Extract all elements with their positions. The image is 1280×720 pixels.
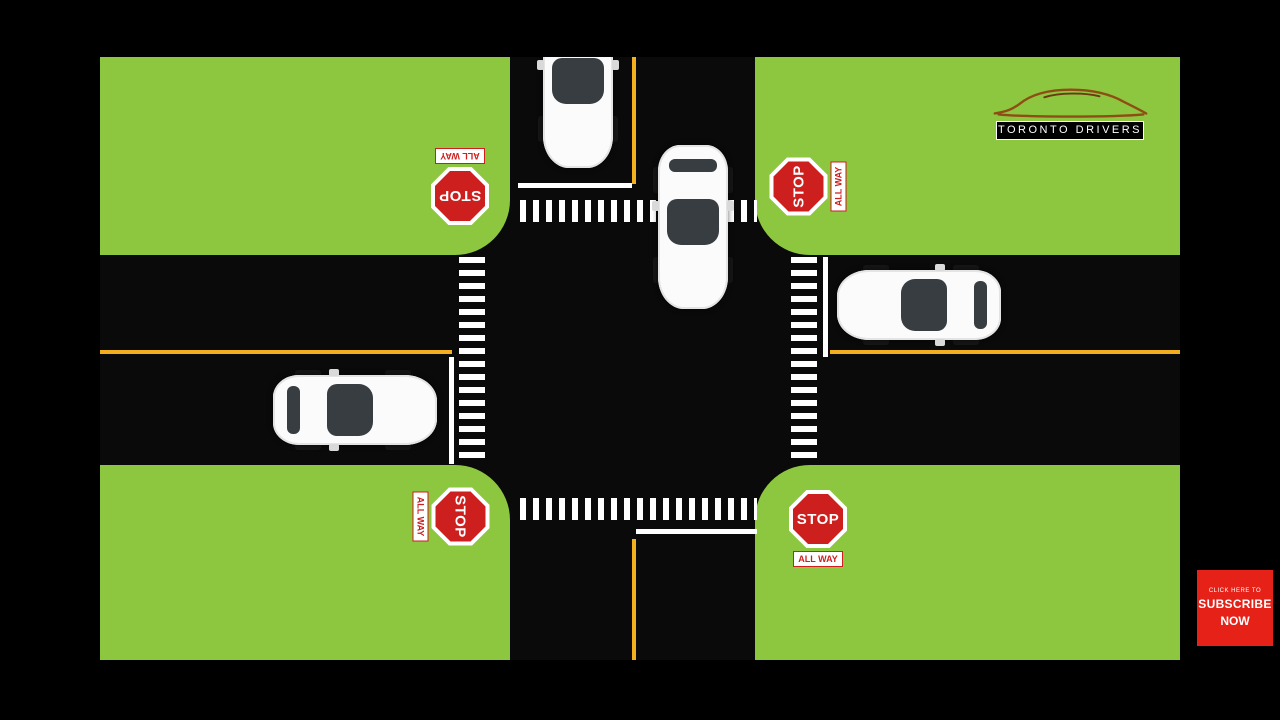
car-mirror bbox=[329, 444, 339, 451]
subscribe-line3: NOW bbox=[1220, 614, 1250, 628]
stop-sign-top-right: STOP ALL WAY bbox=[770, 157, 847, 217]
stop-sign-label: STOP bbox=[796, 510, 840, 528]
channel-name: TORONTO DRIVERS bbox=[996, 121, 1144, 140]
stop-sign-octagon: STOP bbox=[431, 167, 489, 225]
car-wheel bbox=[723, 257, 733, 283]
car-in-intersection bbox=[652, 145, 734, 309]
car-wheel bbox=[723, 167, 733, 193]
stop-line-east bbox=[823, 257, 828, 357]
car-rear-window bbox=[669, 159, 717, 172]
car-mirror bbox=[537, 60, 544, 70]
stop-sign-label: STOP bbox=[790, 165, 807, 208]
all-way-plaque: ALL WAY bbox=[793, 551, 843, 567]
car-windshield bbox=[667, 199, 719, 245]
subscribe-button[interactable]: CLICK HERE TO SUBSCRIBE NOW bbox=[1197, 570, 1273, 646]
car-rear-window bbox=[287, 386, 300, 434]
car-mirror bbox=[935, 264, 945, 271]
center-line-east bbox=[830, 350, 1180, 354]
car-eastbound-approach bbox=[273, 369, 437, 451]
stop-line-west bbox=[449, 357, 454, 464]
center-line-north bbox=[632, 57, 636, 184]
stop-line-north bbox=[518, 183, 632, 188]
subscribe-line2: SUBSCRIBE bbox=[1198, 597, 1272, 611]
car-wheel bbox=[608, 116, 618, 142]
sports-car-outline-icon bbox=[993, 88, 1148, 118]
all-way-plaque: ALL WAY bbox=[435, 148, 485, 164]
car-mirror bbox=[329, 369, 339, 376]
car-mirror bbox=[727, 201, 734, 211]
stop-sign-bottom-right: STOP ALL WAY bbox=[788, 490, 848, 567]
all-way-plaque: ALL WAY bbox=[830, 161, 847, 212]
car-windshield bbox=[552, 58, 604, 104]
channel-logo: TORONTO DRIVERS bbox=[985, 83, 1155, 140]
car-windshield bbox=[327, 384, 373, 436]
stop-line-south bbox=[636, 529, 757, 534]
grass-corner-top-right bbox=[755, 57, 1180, 255]
stop-sign-octagon: STOP bbox=[770, 158, 828, 216]
subscribe-line1: CLICK HERE TO bbox=[1208, 588, 1262, 594]
all-way-plaque: ALL WAY bbox=[412, 491, 429, 542]
car-mirror bbox=[652, 201, 659, 211]
stop-sign-top-left: STOP ALL WAY bbox=[430, 148, 490, 225]
stop-sign-octagon: STOP bbox=[432, 488, 490, 546]
crosswalk-south bbox=[520, 498, 757, 520]
car-mirror bbox=[612, 60, 619, 70]
stop-sign-octagon: STOP bbox=[789, 490, 847, 548]
crosswalk-east bbox=[791, 257, 817, 465]
car-southbound-approach bbox=[537, 57, 619, 168]
car-mirror bbox=[935, 339, 945, 346]
center-line-west bbox=[100, 350, 452, 354]
car-windshield bbox=[901, 279, 947, 331]
car-rear-window bbox=[974, 281, 987, 329]
intersection-diagram: STOP ALL WAY STOP ALL WAY STOP ALL WAY bbox=[100, 57, 1180, 660]
stop-sign-label: STOP bbox=[452, 495, 469, 538]
car-westbound-approach bbox=[837, 264, 1001, 346]
crosswalk-west bbox=[459, 257, 485, 465]
center-line-south bbox=[632, 539, 636, 660]
stop-sign-bottom-left: STOP ALL WAY bbox=[412, 487, 490, 547]
stop-sign-label: STOP bbox=[438, 187, 482, 205]
